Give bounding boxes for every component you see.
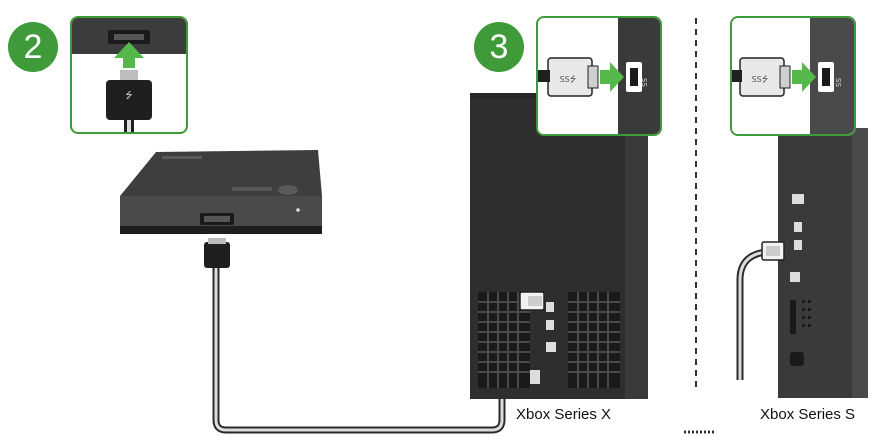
usb-icon: ⭍ [125,90,133,101]
arrow-right-icon [792,62,816,92]
inset-series-x-port: SS SS⭍ [536,16,662,136]
xbox-series-x-label: Xbox Series X [516,406,612,423]
arrow-up-icon [114,42,144,68]
arrow-right-icon [600,62,624,92]
step-2-badge: 2 [8,22,58,72]
step-3-badge: 3 [474,22,524,72]
superspeed-usb-icon: SS⭍ [752,75,769,84]
svg-text:SS: SS [834,78,842,87]
xbox-series-s [736,128,868,398]
hard-drive [120,150,322,234]
xbox-series-s-label: Xbox Series S [760,406,856,423]
xbox-series-x [470,93,648,399]
inset-series-s-port: SS SS⭍ [730,16,856,136]
superspeed-usb-icon: SS⭍ [560,75,577,84]
inset-drive-port: ⭍ [70,16,188,134]
svg-text:SS: SS [640,78,648,87]
